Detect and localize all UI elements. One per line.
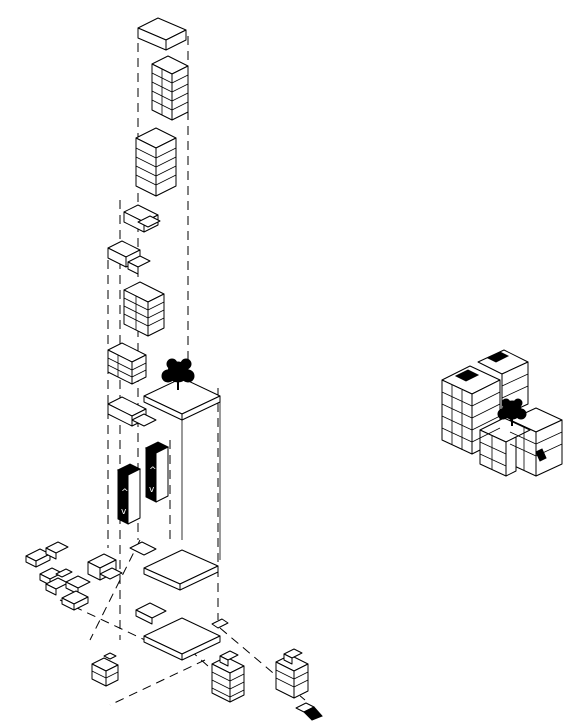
roof-block	[137, 17, 187, 51]
svg-text:^: ^	[121, 488, 129, 498]
floor-plate-upper	[129, 541, 219, 591]
l-block-lower	[107, 342, 147, 385]
svg-text:v: v	[121, 507, 127, 517]
tree-icon	[497, 398, 527, 426]
elevator-icon: ^ v	[144, 441, 170, 503]
courtyard-volume	[143, 377, 221, 560]
floor-plate-ground	[135, 602, 229, 661]
entrance-ramp-icon	[295, 702, 323, 721]
tower-block-lower	[123, 281, 165, 337]
stepped-block-c	[107, 396, 157, 427]
stepped-block-a	[123, 204, 161, 233]
tree-icon	[161, 358, 195, 390]
svg-text:v: v	[149, 485, 155, 495]
stepped-block-b	[107, 240, 151, 275]
tower-block-top	[151, 55, 189, 121]
apartment-block-center	[211, 650, 245, 703]
small-blocks-cluster	[25, 541, 123, 611]
apartment-block-right	[275, 648, 309, 699]
assembled-building	[441, 349, 563, 477]
tower-block-middle	[135, 127, 177, 197]
apartment-block-left	[91, 652, 119, 687]
svg-text:^: ^	[149, 466, 157, 476]
elevator-icon: ^ v	[116, 463, 142, 525]
